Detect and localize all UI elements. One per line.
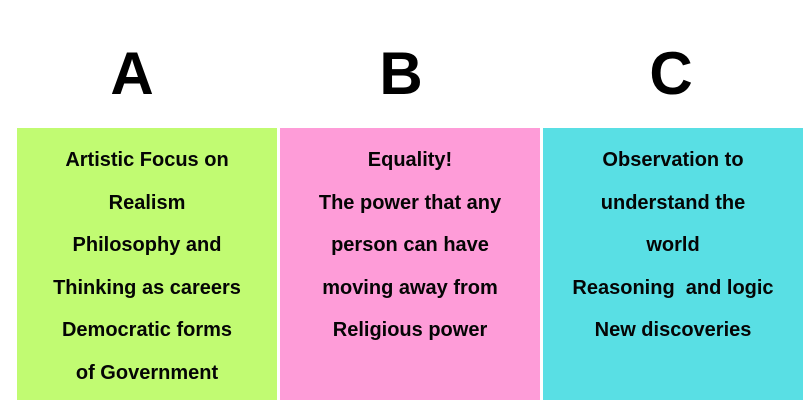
text-line: world xyxy=(646,234,700,256)
column-header-c: C xyxy=(543,42,803,106)
column-text-b: Equality! The power that any person can ha… xyxy=(280,139,540,352)
column-label-a: A xyxy=(110,40,154,107)
text-line: Artistic Focus on xyxy=(65,149,229,171)
text-line: person can have xyxy=(331,234,489,256)
text-line: Democratic forms xyxy=(61,319,233,341)
text-line: Thinking as careers xyxy=(53,276,241,299)
text-line: Religious power xyxy=(332,319,488,341)
text-line: Philosophy and xyxy=(72,234,222,256)
column-labels-row: A B C xyxy=(17,42,803,106)
text-line: of Government xyxy=(75,361,219,384)
column-label-b: B xyxy=(379,40,423,107)
text-line: New discoveries xyxy=(594,319,752,341)
text-line: moving away from xyxy=(322,276,498,299)
column-header-a: A xyxy=(17,42,277,106)
text-line: understand the xyxy=(600,191,746,214)
column-label-c: C xyxy=(649,40,693,107)
column-header-b: B xyxy=(280,42,540,106)
column-box-b[interactable]: Equality! The power that any person can ha… xyxy=(280,128,540,400)
text-line: The power that any xyxy=(318,191,502,214)
text-line: Reasoning and logic xyxy=(572,276,774,299)
text-line: Realism xyxy=(108,191,186,214)
text-line: Observation to xyxy=(602,149,744,171)
text-line: Equality! xyxy=(367,149,453,171)
